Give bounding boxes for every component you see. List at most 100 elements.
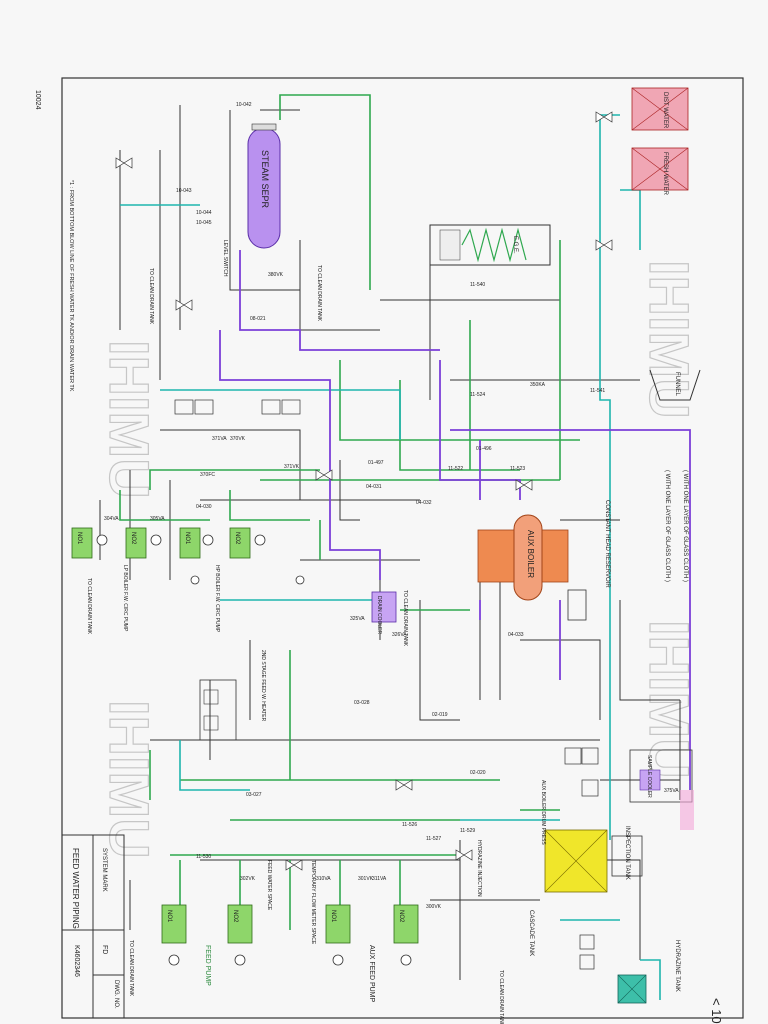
dwg-no-value: K4602346 (73, 945, 80, 977)
valve-label: 370VK (230, 436, 246, 442)
pipe-label: 11-526 (402, 822, 417, 828)
dwg-no-label: DWG. NO. (113, 980, 119, 1009)
pump-no2-label: NO2 (232, 910, 238, 923)
hp-boiler-feed-pump-group: NO1 NO2 HP BOILER F.W. CIRC PUMP (179, 527, 251, 633)
pipe-label: 08-021 (250, 316, 266, 322)
pump-no1-label: NO1 (76, 532, 82, 545)
pipe-label: 11-540 (470, 282, 485, 288)
note-to-clean-drain-tank: TO CLEAN DRAIN TANK (498, 970, 504, 1024)
dist-water-tank: DIST WATER (631, 87, 689, 131)
side-number: 10024 (34, 90, 41, 110)
cascade-tank: CASCADE TANK (528, 829, 608, 956)
fresh-water-label: FRESH WATER (662, 152, 668, 196)
ege-economizer: E.G.E. (429, 224, 551, 266)
hp-pump-label: HP BOILER F.W. CIRC PUMP (214, 565, 220, 633)
sample-cooler: SAMPLE COOLER (629, 749, 693, 803)
lp-boiler-feed-pump-group: NO1 NO2 LP BOILER F.W. CIRC PUMP (71, 527, 147, 632)
dist-water-label: DIST WATER (662, 92, 668, 129)
valve-label: 371VA (212, 436, 227, 442)
pipe-label: 03-028 (354, 700, 370, 706)
pipe-label: 10-042 (236, 102, 252, 108)
page-number: < 101 > (709, 998, 724, 1024)
system-mark-label: SYSTEM MARK (101, 848, 107, 892)
valve-label: 305VA (150, 516, 165, 522)
pump-motors (96, 534, 305, 585)
note-to-clean-drain-tank: TO CLEAN DRAIN TANK (402, 590, 408, 647)
note-hydrazine-injection: HYDRAZINE INJECTION (476, 840, 482, 897)
aux-boiler: AUX BOILER (477, 514, 569, 601)
inspection-tank: INSPECTION TANK (611, 826, 643, 880)
watermark: IHIMU (98, 700, 161, 859)
note-bottom-blow: *1 : FROM BOTTOM BLOW LINE OF FRESH WATE… (68, 180, 74, 392)
title-block-title: FEED WATER PIPING (71, 848, 80, 929)
pipe-label: 01-497 (368, 460, 384, 466)
pipe-label: 11-527 (426, 836, 441, 842)
steam-sepr-label: STEAM SEPR (260, 150, 270, 209)
pump-no1-label: NO1 (330, 910, 336, 923)
funnel: FUNNEL (649, 369, 701, 401)
feed-heater-label: 2ND STAGE FEED W. HEATER (260, 650, 266, 722)
note-to-clean-drain-tank: TO CLEAN DRAIN TANK (86, 578, 92, 635)
valve-label: 350KA (530, 382, 546, 388)
note-to-clean-drain-tank: TO CLEAN DRAIN TANK (128, 940, 134, 997)
drain-cooler: DRAIN COOLER (371, 591, 397, 634)
aux-boiler-label: AUX BOILER (526, 530, 535, 578)
note-to-clean-drain-tank: TO CLEAN DRAIN TANK (316, 265, 322, 322)
pipe-label: 01-496 (476, 446, 492, 452)
feed-pump-motors (168, 954, 412, 966)
valve-symbols (115, 111, 613, 871)
pump-no2-label: NO2 (234, 532, 240, 545)
drain-cooler-label: DRAIN COOLER (376, 596, 382, 634)
constant-head-label: CONSTANT HEAD RESERVOIR (604, 500, 610, 588)
feed-pump-group: NO1 NO2 FEED PUMP (161, 904, 253, 986)
valve-labels: 370VK 371VK 371VA 370FC 304VA 305VA 380V… (104, 272, 679, 910)
aux-feed-pump-group: NO1 NO2 AUX FEED PUMP (325, 904, 419, 1003)
pump-no1-label: NO1 (166, 910, 172, 923)
sheet-border (61, 77, 744, 1019)
note-to-clean-drain-tank: TO CLEAN DRAIN TANK (148, 268, 154, 325)
note-glass-cloth-2: ( WITH ONE LAYER OF GLASS CLOTH ) (664, 470, 670, 582)
steam-separator: STEAM SEPR (247, 123, 281, 249)
pipe-label: 10-043 (176, 188, 192, 194)
pipe-label: 11-529 (460, 828, 475, 834)
pump-no2-label: NO2 (398, 910, 404, 923)
note-glass-cloth-1: ( WITH ONE LAYER OF GLASS CLOTH ) (682, 470, 688, 582)
funnel-label: FUNNEL (674, 372, 680, 397)
pipe-label: 11-522 (448, 466, 463, 472)
feed-pump-label: FEED PUMP (204, 945, 211, 986)
pipe-label: 10-044 (196, 210, 212, 216)
pipe-label: 02-020 (470, 770, 486, 776)
valve-label: 304VA (104, 516, 119, 522)
valve-label: 311VA (372, 876, 387, 882)
constant-head-reservoir: CONSTANT HEAD RESERVOIR (567, 500, 610, 621)
pipe-label: 11-524 (470, 392, 485, 398)
pipe-label: 10-045 (196, 220, 212, 226)
cascade-tank-label: CASCADE TANK (528, 910, 534, 956)
valve-label: 310VA (316, 876, 331, 882)
hydrazine-tank: HYDRAZINE TANK (617, 940, 680, 1004)
second-stage-feed-heater: 2ND STAGE FEED W. HEATER (199, 650, 266, 741)
note-level-switch: LEVEL SWITCH (222, 240, 228, 277)
highlight-marker (680, 790, 694, 830)
pump-no1-label: NO1 (184, 532, 190, 545)
watermark: IHIMU (638, 260, 701, 419)
purple-pipe-runs (219, 250, 691, 790)
pump-no2-label: NO2 (130, 532, 136, 545)
valve-label: 380VK (268, 272, 284, 278)
pipe-label: 04-033 (508, 632, 524, 638)
valve-label: 326VA (392, 632, 407, 638)
hydrazine-tank-label: HYDRAZINE TANK (674, 940, 680, 992)
pipe-label: 11-523 (510, 466, 525, 472)
note-feed-water-space: FEED WATER SPACE (266, 860, 272, 911)
system-mark-value: FD (101, 945, 108, 954)
valve-label: 371VK (284, 464, 300, 470)
valve-label: 300VK (426, 904, 442, 910)
note-aux-boiler-drum-press: AUX BOILER DRUM PRESS (540, 780, 546, 845)
valve-label: 302VK (240, 876, 256, 882)
aux-feed-pump-label: AUX FEED PUMP (368, 945, 375, 1003)
pipe-label: 11-541 (590, 388, 605, 394)
pipe-labels: 10-042 10-043 10-044 10-045 08-021 01-49… (176, 102, 605, 860)
ege-label: E.G.E. (512, 236, 518, 254)
pipe-label: 11-530 (196, 854, 211, 860)
